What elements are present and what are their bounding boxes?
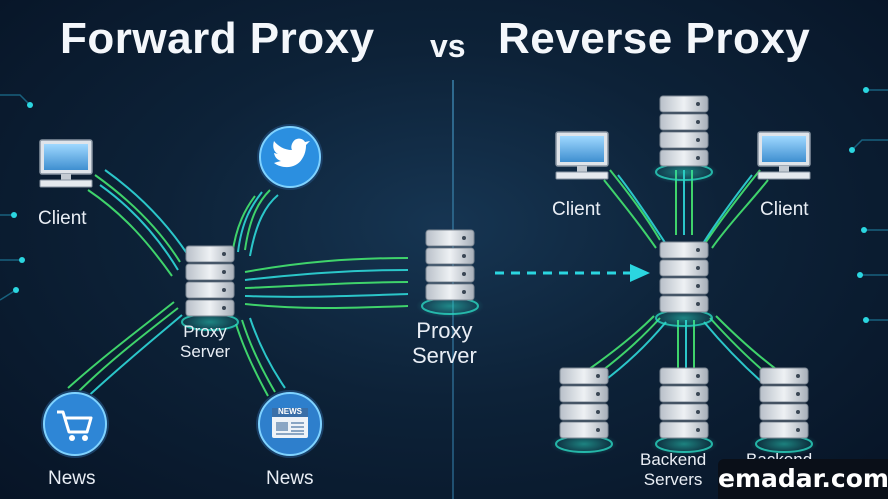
reverse-client-right-label: Client <box>760 199 809 220</box>
server-icon <box>649 95 719 185</box>
monitor-icon <box>757 131 811 180</box>
reverse-backend-center-label: Backend Servers <box>640 450 706 489</box>
forward-proxy-label: Proxy Server <box>180 322 230 361</box>
reverse-backend-center-line1: Backend <box>640 450 707 469</box>
forward-news-right-label: News <box>266 468 314 489</box>
site-watermark: emadar.com <box>718 459 888 499</box>
reverse-client-left-label: Client <box>552 199 601 220</box>
reverse-backend-center-line2: Servers <box>643 469 703 489</box>
circuit-nodes <box>11 87 869 323</box>
shopping-cart-icon <box>41 390 109 458</box>
title-vs: vs <box>430 28 466 64</box>
newspaper-icon <box>256 390 324 458</box>
forward-flow-lines <box>67 169 409 403</box>
title-reverse-proxy: Reverse Proxy <box>498 14 811 63</box>
center-proxy-line2: Server <box>412 343 477 369</box>
server-icon <box>649 241 719 331</box>
server-icon <box>175 245 245 335</box>
server-icon <box>415 229 485 319</box>
monitor-icon <box>39 139 93 188</box>
center-proxy-line1: Proxy <box>416 318 473 343</box>
forward-news-left-label: News <box>48 468 96 489</box>
server-icon <box>549 367 619 457</box>
forward-proxy-line2: Server <box>180 341 231 361</box>
server-icon <box>749 367 819 457</box>
server-icon <box>649 367 719 457</box>
news-badge-text: NEWS <box>278 407 303 416</box>
twitter-icon <box>257 124 323 190</box>
forward-client-label: Client <box>38 208 87 229</box>
forward-proxy-line1: Proxy <box>183 322 227 341</box>
title-row: Forward Proxy vs Reverse Proxy <box>0 14 888 74</box>
title-forward-proxy: Forward Proxy <box>60 14 375 63</box>
center-proxy-label: Proxy Server <box>412 318 477 369</box>
reverse-flow-lines <box>584 169 781 385</box>
monitor-icon <box>555 131 609 180</box>
arrow-icon <box>630 264 650 282</box>
